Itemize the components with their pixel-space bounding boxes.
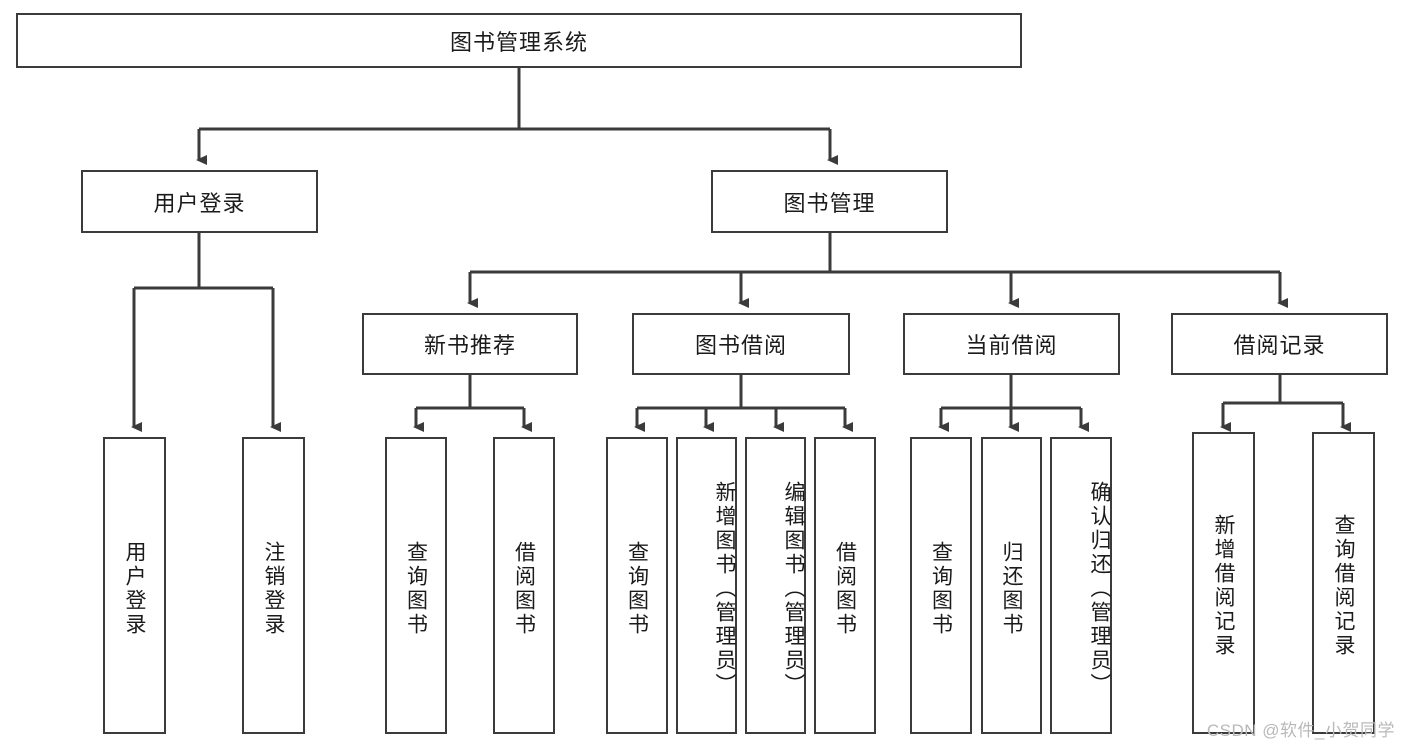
leaf-book-borrow-edit-book-admin[interactable]: 编辑图书（管理员） [745,437,806,734]
leaf-user-login-logout[interactable]: 注销登录 [242,437,305,734]
node-book-management[interactable]: 图书管理 [711,170,948,233]
node-root-book-management-system[interactable]: 图书管理系统 [16,13,1022,68]
leaf-user-login-login[interactable]: 用户登录 [103,437,166,734]
node-current-borrow[interactable]: 当前借阅 [903,313,1120,375]
leaf-new-book-query-book[interactable]: 查询图书 [385,437,447,734]
leaf-current-borrow-return-book[interactable]: 归还图书 [981,437,1042,734]
leaf-current-borrow-confirm-return-admin[interactable]: 确认归还（管理员） [1050,437,1112,734]
leaf-book-borrow-borrow-book[interactable]: 借阅图书 [814,437,876,734]
leaf-borrow-record-add-record[interactable]: 新增借阅记录 [1192,432,1255,734]
node-new-book-recommend[interactable]: 新书推荐 [362,313,578,375]
node-borrow-record[interactable]: 借阅记录 [1171,313,1388,375]
leaf-current-borrow-query-book[interactable]: 查询图书 [910,437,972,734]
leaf-borrow-record-query-record[interactable]: 查询借阅记录 [1312,432,1375,734]
node-user-login[interactable]: 用户登录 [81,170,318,233]
leaf-book-borrow-add-book-admin[interactable]: 新增图书（管理员） [676,437,737,734]
leaf-book-borrow-query-book[interactable]: 查询图书 [606,437,668,734]
leaf-new-book-borrow-book[interactable]: 借阅图书 [493,437,555,734]
node-book-borrow[interactable]: 图书借阅 [632,313,850,375]
